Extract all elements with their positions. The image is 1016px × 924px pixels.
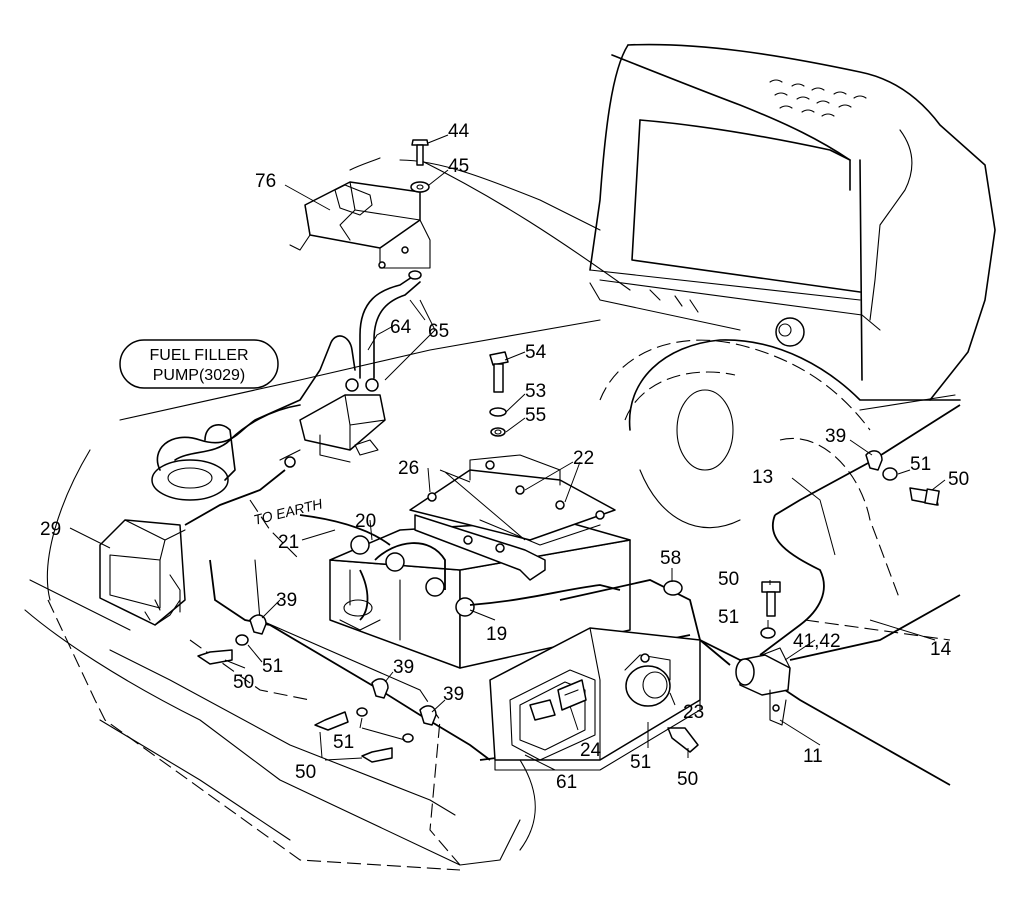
callout-39-low: 39 bbox=[443, 684, 464, 705]
callout-26: 26 bbox=[398, 458, 419, 479]
callout-24: 24 bbox=[580, 740, 602, 761]
callout-58: 58 bbox=[660, 548, 681, 569]
callout-14: 14 bbox=[930, 639, 952, 660]
callout-64: 64 bbox=[390, 317, 412, 338]
callout-55: 55 bbox=[525, 405, 546, 426]
hood-latch-icon bbox=[775, 317, 805, 347]
callout-44: 44 bbox=[448, 121, 470, 142]
callout-65: 65 bbox=[428, 321, 449, 342]
connector-41-42 bbox=[735, 647, 791, 726]
callout-54: 54 bbox=[525, 342, 547, 363]
callout-61: 61 bbox=[556, 772, 577, 793]
callout-22: 22 bbox=[573, 448, 594, 469]
earth-label: TO EARTH bbox=[252, 495, 325, 528]
fuel-hose-assembly bbox=[151, 270, 422, 501]
callout-20: 20 bbox=[355, 511, 376, 532]
battery-cables bbox=[299, 514, 621, 621]
callout-51-bottom: 51 bbox=[630, 752, 651, 773]
callout-53: 53 bbox=[525, 381, 546, 402]
callout-76: 76 bbox=[255, 171, 276, 192]
callout-50-left: 50 bbox=[233, 672, 254, 693]
hood-vents bbox=[769, 79, 867, 117]
callout-39-mid: 39 bbox=[393, 657, 414, 678]
callout-labels: 44 45 76 64 65 54 53 55 26 22 39 51 50 1… bbox=[40, 121, 969, 793]
callout-45: 45 bbox=[448, 156, 469, 177]
callout-39-left: 39 bbox=[276, 590, 297, 611]
callout-21: 21 bbox=[278, 532, 299, 553]
fuel-filler-note: FUEL FILLER PUMP(3029) bbox=[119, 339, 279, 389]
wheel-outline bbox=[599, 339, 961, 641]
callout-29: 29 bbox=[40, 519, 61, 540]
bracket-76 bbox=[289, 181, 431, 269]
callout-39-right: 39 bbox=[825, 426, 846, 447]
callout-50-right: 50 bbox=[948, 469, 969, 490]
fuel-note-line1: FUEL FILLER bbox=[150, 347, 249, 364]
leader-lines bbox=[69, 134, 946, 771]
callout-23: 23 bbox=[683, 702, 704, 723]
machine-body-outline bbox=[349, 43, 996, 401]
callout-51-left: 51 bbox=[262, 656, 283, 677]
work-lamp bbox=[99, 519, 186, 626]
callout-50-bottom: 50 bbox=[677, 769, 698, 790]
fuel-note-line2: PUMP(3029) bbox=[153, 367, 245, 384]
callout-51-lower-left: 51 bbox=[333, 732, 354, 753]
chassis-outline bbox=[24, 319, 601, 871]
callout-41-42: 41,42 bbox=[793, 631, 841, 652]
callout-13: 13 bbox=[752, 467, 773, 488]
callout-11: 11 bbox=[803, 746, 823, 767]
callout-50-lower-left: 50 bbox=[295, 762, 316, 783]
callout-19: 19 bbox=[486, 624, 507, 645]
battery-hold-down bbox=[409, 454, 616, 581]
callout-51-right: 51 bbox=[910, 454, 931, 475]
callout-51-mid: 51 bbox=[718, 607, 739, 628]
callout-50-mid: 50 bbox=[718, 569, 739, 590]
